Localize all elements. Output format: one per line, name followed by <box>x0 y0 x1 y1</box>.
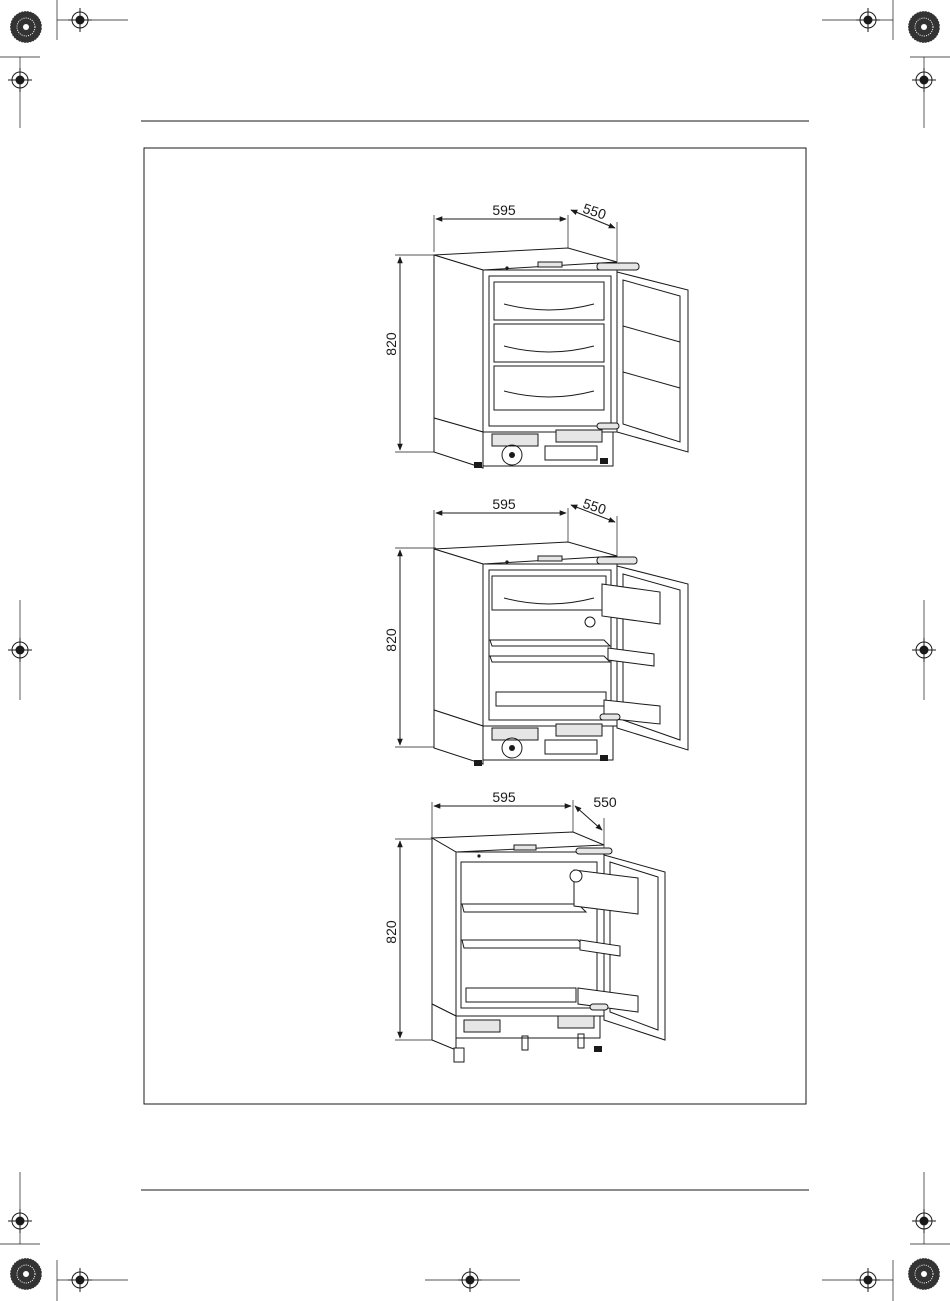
height-label: 820 <box>383 332 399 356</box>
star-target-icon <box>10 11 42 43</box>
diagram-larder-fridge: 595 550 820 <box>383 789 665 1062</box>
width-label: 595 <box>492 496 516 512</box>
height-label: 820 <box>383 920 399 944</box>
width-label: 595 <box>492 789 516 805</box>
diagram-fridge-with-compartment: 595 550 820 <box>383 495 688 766</box>
star-target-icon <box>10 1258 42 1290</box>
diagram-freezer: 595 550 820 <box>383 200 688 468</box>
height-label: 820 <box>383 628 399 652</box>
depth-label: 550 <box>593 794 617 810</box>
star-target-icon <box>908 1258 940 1290</box>
star-target-icon <box>908 11 940 43</box>
depth-label: 550 <box>581 495 608 518</box>
width-label: 595 <box>492 202 516 218</box>
depth-label: 550 <box>581 200 608 223</box>
